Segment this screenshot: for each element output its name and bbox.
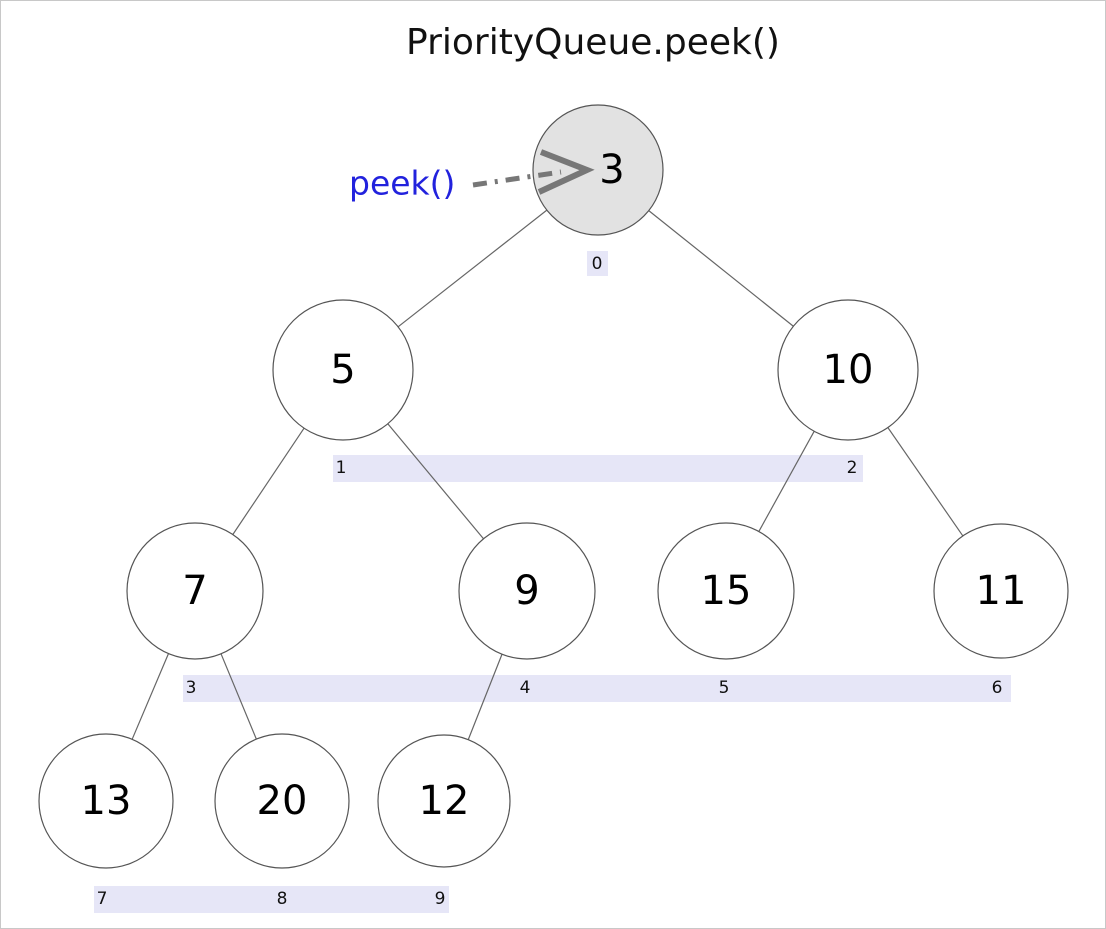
node-value-2: 10 xyxy=(823,347,874,393)
tree-edges-layer xyxy=(131,209,964,740)
index-label-5: 5 xyxy=(719,678,730,698)
band-level-3 xyxy=(94,886,449,913)
peek-arrow-line xyxy=(472,169,562,188)
node-value-0: 3 xyxy=(599,147,624,193)
node-circle-8[interactable] xyxy=(214,733,350,869)
tree-node-4[interactable]: 9 xyxy=(458,522,596,660)
figure-title-layer: PriorityQueue.peek() xyxy=(406,22,780,63)
tree-edge-4-9 xyxy=(467,654,503,740)
node-circle-5[interactable] xyxy=(657,522,795,660)
tree-node-5[interactable]: 15 xyxy=(657,522,795,660)
node-value-7: 13 xyxy=(81,778,132,824)
tree-node-6[interactable]: 11 xyxy=(933,523,1069,659)
peek-annotation-label: peek() xyxy=(349,164,455,203)
index-label-2: 2 xyxy=(847,458,858,478)
tree-node-9[interactable]: 12 xyxy=(377,734,511,868)
band-level-0 xyxy=(587,251,608,276)
tree-node-7[interactable]: 13 xyxy=(38,733,174,869)
node-circle-0[interactable] xyxy=(532,104,664,236)
node-value-9: 12 xyxy=(419,778,470,824)
index-label-4: 4 xyxy=(520,678,531,698)
tree-node-2[interactable]: 10 xyxy=(777,299,919,441)
node-value-5: 15 xyxy=(701,568,752,614)
node-circle-3[interactable] xyxy=(126,522,264,660)
index-label-9: 9 xyxy=(435,889,446,909)
band-level-1 xyxy=(333,455,863,482)
node-value-8: 20 xyxy=(257,778,308,824)
tree-edge-3-7 xyxy=(131,653,170,740)
tree-node-8[interactable]: 20 xyxy=(214,733,350,869)
peek-arrow-head-icon xyxy=(537,149,595,195)
index-label-6: 6 xyxy=(992,678,1003,698)
tree-edge-1-3 xyxy=(232,427,305,535)
index-label-7: 7 xyxy=(97,889,108,909)
node-value-4: 9 xyxy=(514,568,539,614)
node-value-1: 5 xyxy=(330,347,355,393)
tree-node-1[interactable]: 5 xyxy=(272,299,414,441)
peek-annotation-layer: peek() xyxy=(349,149,595,203)
node-circle-7[interactable] xyxy=(38,733,174,869)
node-circle-2[interactable] xyxy=(777,299,919,441)
tree-edge-2-6 xyxy=(887,427,964,537)
node-circle-6[interactable] xyxy=(933,523,1069,659)
node-circle-9[interactable] xyxy=(377,734,511,868)
figure-title: PriorityQueue.peek() xyxy=(406,22,780,63)
tree-edge-1-4 xyxy=(387,423,484,540)
node-value-3: 7 xyxy=(182,568,207,614)
tree-edge-2-5 xyxy=(758,430,815,532)
index-label-0: 0 xyxy=(592,254,603,274)
node-circle-4[interactable] xyxy=(458,522,596,660)
node-circle-1[interactable] xyxy=(272,299,414,441)
tree-node-0[interactable]: 3 xyxy=(532,104,664,236)
index-label-1: 1 xyxy=(336,458,347,478)
tree-edge-3-8 xyxy=(220,653,257,740)
band-level-2 xyxy=(183,675,1011,702)
tree-node-3[interactable]: 7 xyxy=(126,522,264,660)
index-label-3: 3 xyxy=(186,678,197,698)
node-value-6: 11 xyxy=(976,568,1027,614)
tree-edge-0-1 xyxy=(397,209,548,328)
index-label-8: 8 xyxy=(277,889,288,909)
tree-edge-0-2 xyxy=(648,210,794,327)
